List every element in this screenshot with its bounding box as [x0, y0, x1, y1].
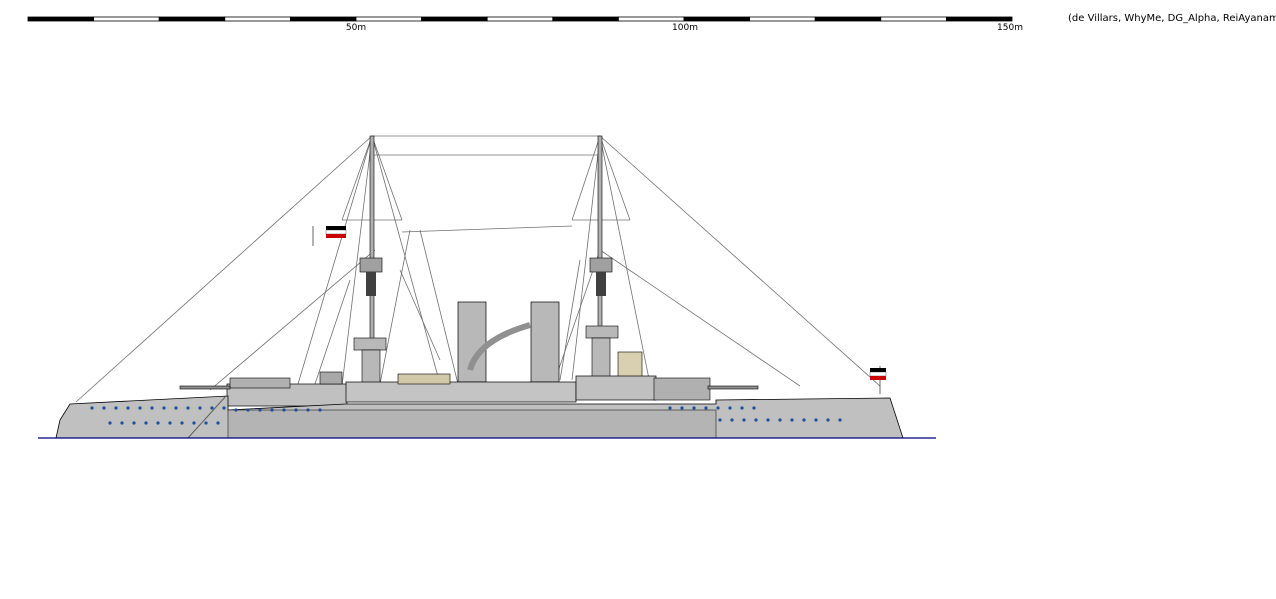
porthole — [138, 406, 142, 410]
porthole — [306, 408, 310, 412]
porthole — [730, 418, 734, 422]
porthole — [114, 406, 118, 410]
porthole — [120, 421, 124, 425]
porthole — [778, 418, 782, 422]
porthole — [742, 418, 746, 422]
ensign-flag-bow — [869, 366, 887, 394]
scale-segment — [946, 16, 1013, 22]
hull — [55, 395, 904, 439]
porthole — [718, 418, 722, 422]
porthole — [766, 418, 770, 422]
porthole — [754, 418, 758, 422]
porthole — [186, 406, 190, 410]
portholes — [90, 406, 842, 425]
porthole — [198, 406, 202, 410]
porthole — [174, 406, 178, 410]
porthole — [740, 406, 744, 410]
scale-label-50m: 50m — [345, 23, 367, 33]
porthole — [168, 421, 172, 425]
ensign-flag-aft — [312, 226, 347, 246]
rigging-lines — [75, 135, 881, 403]
porthole — [144, 421, 148, 425]
porthole — [210, 406, 214, 410]
mainmast-fore — [353, 135, 387, 389]
porthole — [234, 408, 238, 412]
porthole — [216, 421, 220, 425]
porthole — [258, 408, 262, 412]
porthole — [204, 421, 208, 425]
porthole — [282, 408, 286, 412]
porthole — [156, 421, 160, 425]
mainmast-aft — [585, 135, 643, 389]
porthole — [108, 421, 112, 425]
porthole — [246, 408, 250, 412]
scale-label-100m: 100m — [672, 23, 698, 33]
porthole — [294, 408, 298, 412]
guns — [179, 385, 759, 390]
porthole — [704, 406, 708, 410]
porthole — [90, 406, 94, 410]
porthole — [802, 418, 806, 422]
porthole — [680, 406, 684, 410]
scale-bar — [27, 16, 1013, 22]
porthole — [752, 406, 756, 410]
porthole — [270, 408, 274, 412]
porthole — [814, 418, 818, 422]
porthole — [668, 406, 672, 410]
porthole — [192, 421, 196, 425]
porthole — [102, 406, 106, 410]
porthole — [716, 406, 720, 410]
porthole — [692, 406, 696, 410]
porthole — [318, 408, 322, 412]
porthole — [132, 421, 136, 425]
porthole — [826, 418, 830, 422]
porthole — [222, 406, 226, 410]
porthole — [728, 406, 732, 410]
funnels — [457, 301, 560, 383]
credits-text: (de Villars, WhyMe, DG_Alpha, ReiAyanami… — [1068, 13, 1276, 24]
scale-label-150m: 150m — [997, 23, 1023, 33]
porthole — [126, 406, 130, 410]
superstructure — [226, 371, 711, 407]
porthole — [790, 418, 794, 422]
porthole — [150, 406, 154, 410]
porthole — [162, 406, 166, 410]
porthole — [180, 421, 184, 425]
porthole — [838, 418, 842, 422]
